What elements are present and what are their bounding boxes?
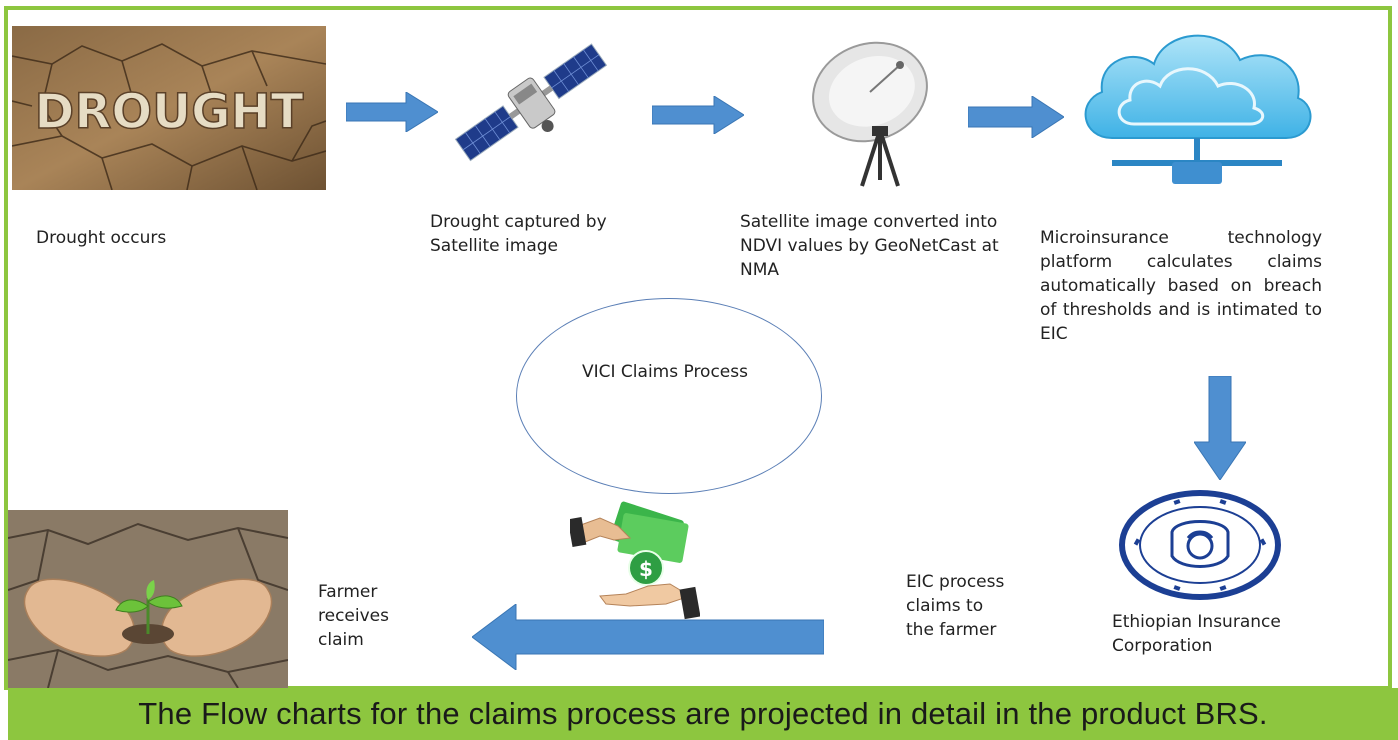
step-label-drought: Drought occurs bbox=[36, 228, 167, 248]
farmer-hands-seedling-image bbox=[8, 510, 288, 688]
caption-text: The Flow charts for the claims process a… bbox=[138, 696, 1268, 731]
step-label-satellite: Drought captured by Satellite image bbox=[430, 212, 607, 256]
satellite-dish-icon bbox=[800, 30, 936, 190]
money-exchange-icon: $ bbox=[570, 496, 700, 626]
center-ellipse bbox=[516, 298, 822, 494]
step-label-ndvi: Satellite image converted into NDVI valu… bbox=[740, 212, 999, 280]
arrow-eic-to-farmer bbox=[472, 604, 824, 670]
step-label-eic-process: EIC process claims to the farmer bbox=[906, 572, 1005, 640]
satellite-icon bbox=[452, 28, 618, 188]
arrow-drought-to-satellite bbox=[346, 92, 438, 132]
step-label-eic: Ethiopian Insurance Corporation bbox=[1112, 612, 1281, 656]
step-label-farmer: Farmer receives claim bbox=[318, 582, 389, 650]
arrow-platform-to-eic bbox=[1194, 376, 1246, 480]
arrow-satellite-to-dish bbox=[652, 96, 744, 134]
center-label: VICI Claims Process bbox=[582, 362, 748, 382]
cloud-server-icon bbox=[1072, 20, 1320, 194]
drought-image: DROUGHT bbox=[12, 26, 326, 190]
svg-text:$: $ bbox=[639, 557, 653, 581]
arrow-dish-to-platform bbox=[968, 96, 1064, 138]
drought-image-text: DROUGHT bbox=[35, 84, 304, 140]
caption-bar: The Flow charts for the claims process a… bbox=[8, 688, 1398, 740]
eic-logo bbox=[1114, 490, 1286, 600]
step-label-platform: Microinsurance technology platform calcu… bbox=[1040, 228, 1322, 344]
